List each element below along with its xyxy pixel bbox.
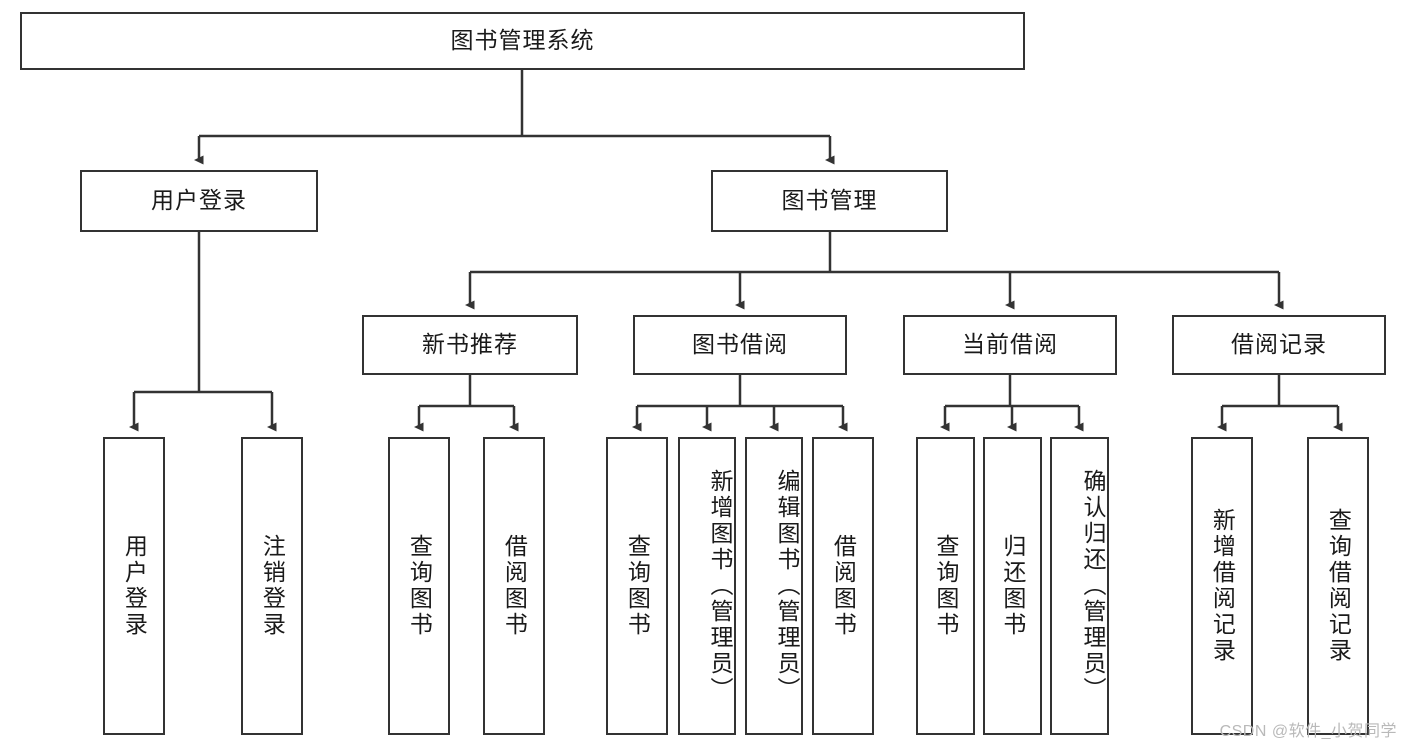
node-book-manage[interactable]: 图书管理 [711,170,948,232]
node-new-book-recommend-label: 新书推荐 [422,331,518,358]
leaf-query-record[interactable]: 查询借阅记录 [1307,437,1369,735]
node-user-login-label: 用户登录 [151,187,247,214]
node-book-manage-label: 图书管理 [781,187,878,214]
leaf-confirm-return-label: 确认归还（管理员） [1080,469,1106,703]
node-book-borrow-label: 图书借阅 [692,331,788,358]
leaf-query-book-1-label: 查询图书 [406,534,433,638]
leaf-user-logout-label: 注销登录 [259,534,286,638]
node-book-borrow[interactable]: 图书借阅 [633,315,847,375]
leaf-query-record-label: 查询借阅记录 [1325,508,1352,664]
leaf-query-book-3-label: 查询图书 [932,534,959,638]
leaf-edit-book-label: 编辑图书（管理员） [774,469,800,703]
node-root-label: 图书管理系统 [450,27,595,54]
leaf-query-book-3[interactable]: 查询图书 [916,437,975,735]
leaf-add-record-label: 新增借阅记录 [1209,508,1236,664]
node-current-borrow-label: 当前借阅 [962,331,1058,358]
leaf-borrow-book-2-label: 借阅图书 [830,534,857,638]
leaf-add-book[interactable]: 新增图书（管理员） [678,437,736,735]
node-current-borrow[interactable]: 当前借阅 [903,315,1117,375]
leaf-add-book-label: 新增图书（管理员） [707,469,733,703]
leaf-borrow-book-1-label: 借阅图书 [501,534,528,638]
leaf-return-book[interactable]: 归还图书 [983,437,1042,735]
leaf-query-book-1[interactable]: 查询图书 [388,437,450,735]
leaf-add-record[interactable]: 新增借阅记录 [1191,437,1253,735]
node-user-login[interactable]: 用户登录 [80,170,318,232]
leaf-return-book-label: 归还图书 [999,534,1026,638]
leaf-edit-book[interactable]: 编辑图书（管理员） [745,437,803,735]
leaf-user-login[interactable]: 用户登录 [103,437,165,735]
watermark-text: CSDN @软件_小贺同学 [1219,723,1397,740]
leaf-query-book-2[interactable]: 查询图书 [606,437,668,735]
leaf-user-login-label: 用户登录 [121,534,148,638]
leaf-borrow-book-1[interactable]: 借阅图书 [483,437,545,735]
leaf-user-logout[interactable]: 注销登录 [241,437,303,735]
node-borrow-record[interactable]: 借阅记录 [1172,315,1386,375]
leaf-query-book-2-label: 查询图书 [624,534,651,638]
node-borrow-record-label: 借阅记录 [1231,331,1327,358]
node-new-book-recommend[interactable]: 新书推荐 [362,315,578,375]
leaf-borrow-book-2[interactable]: 借阅图书 [812,437,874,735]
node-root[interactable]: 图书管理系统 [20,12,1025,70]
leaf-confirm-return[interactable]: 确认归还（管理员） [1050,437,1109,735]
